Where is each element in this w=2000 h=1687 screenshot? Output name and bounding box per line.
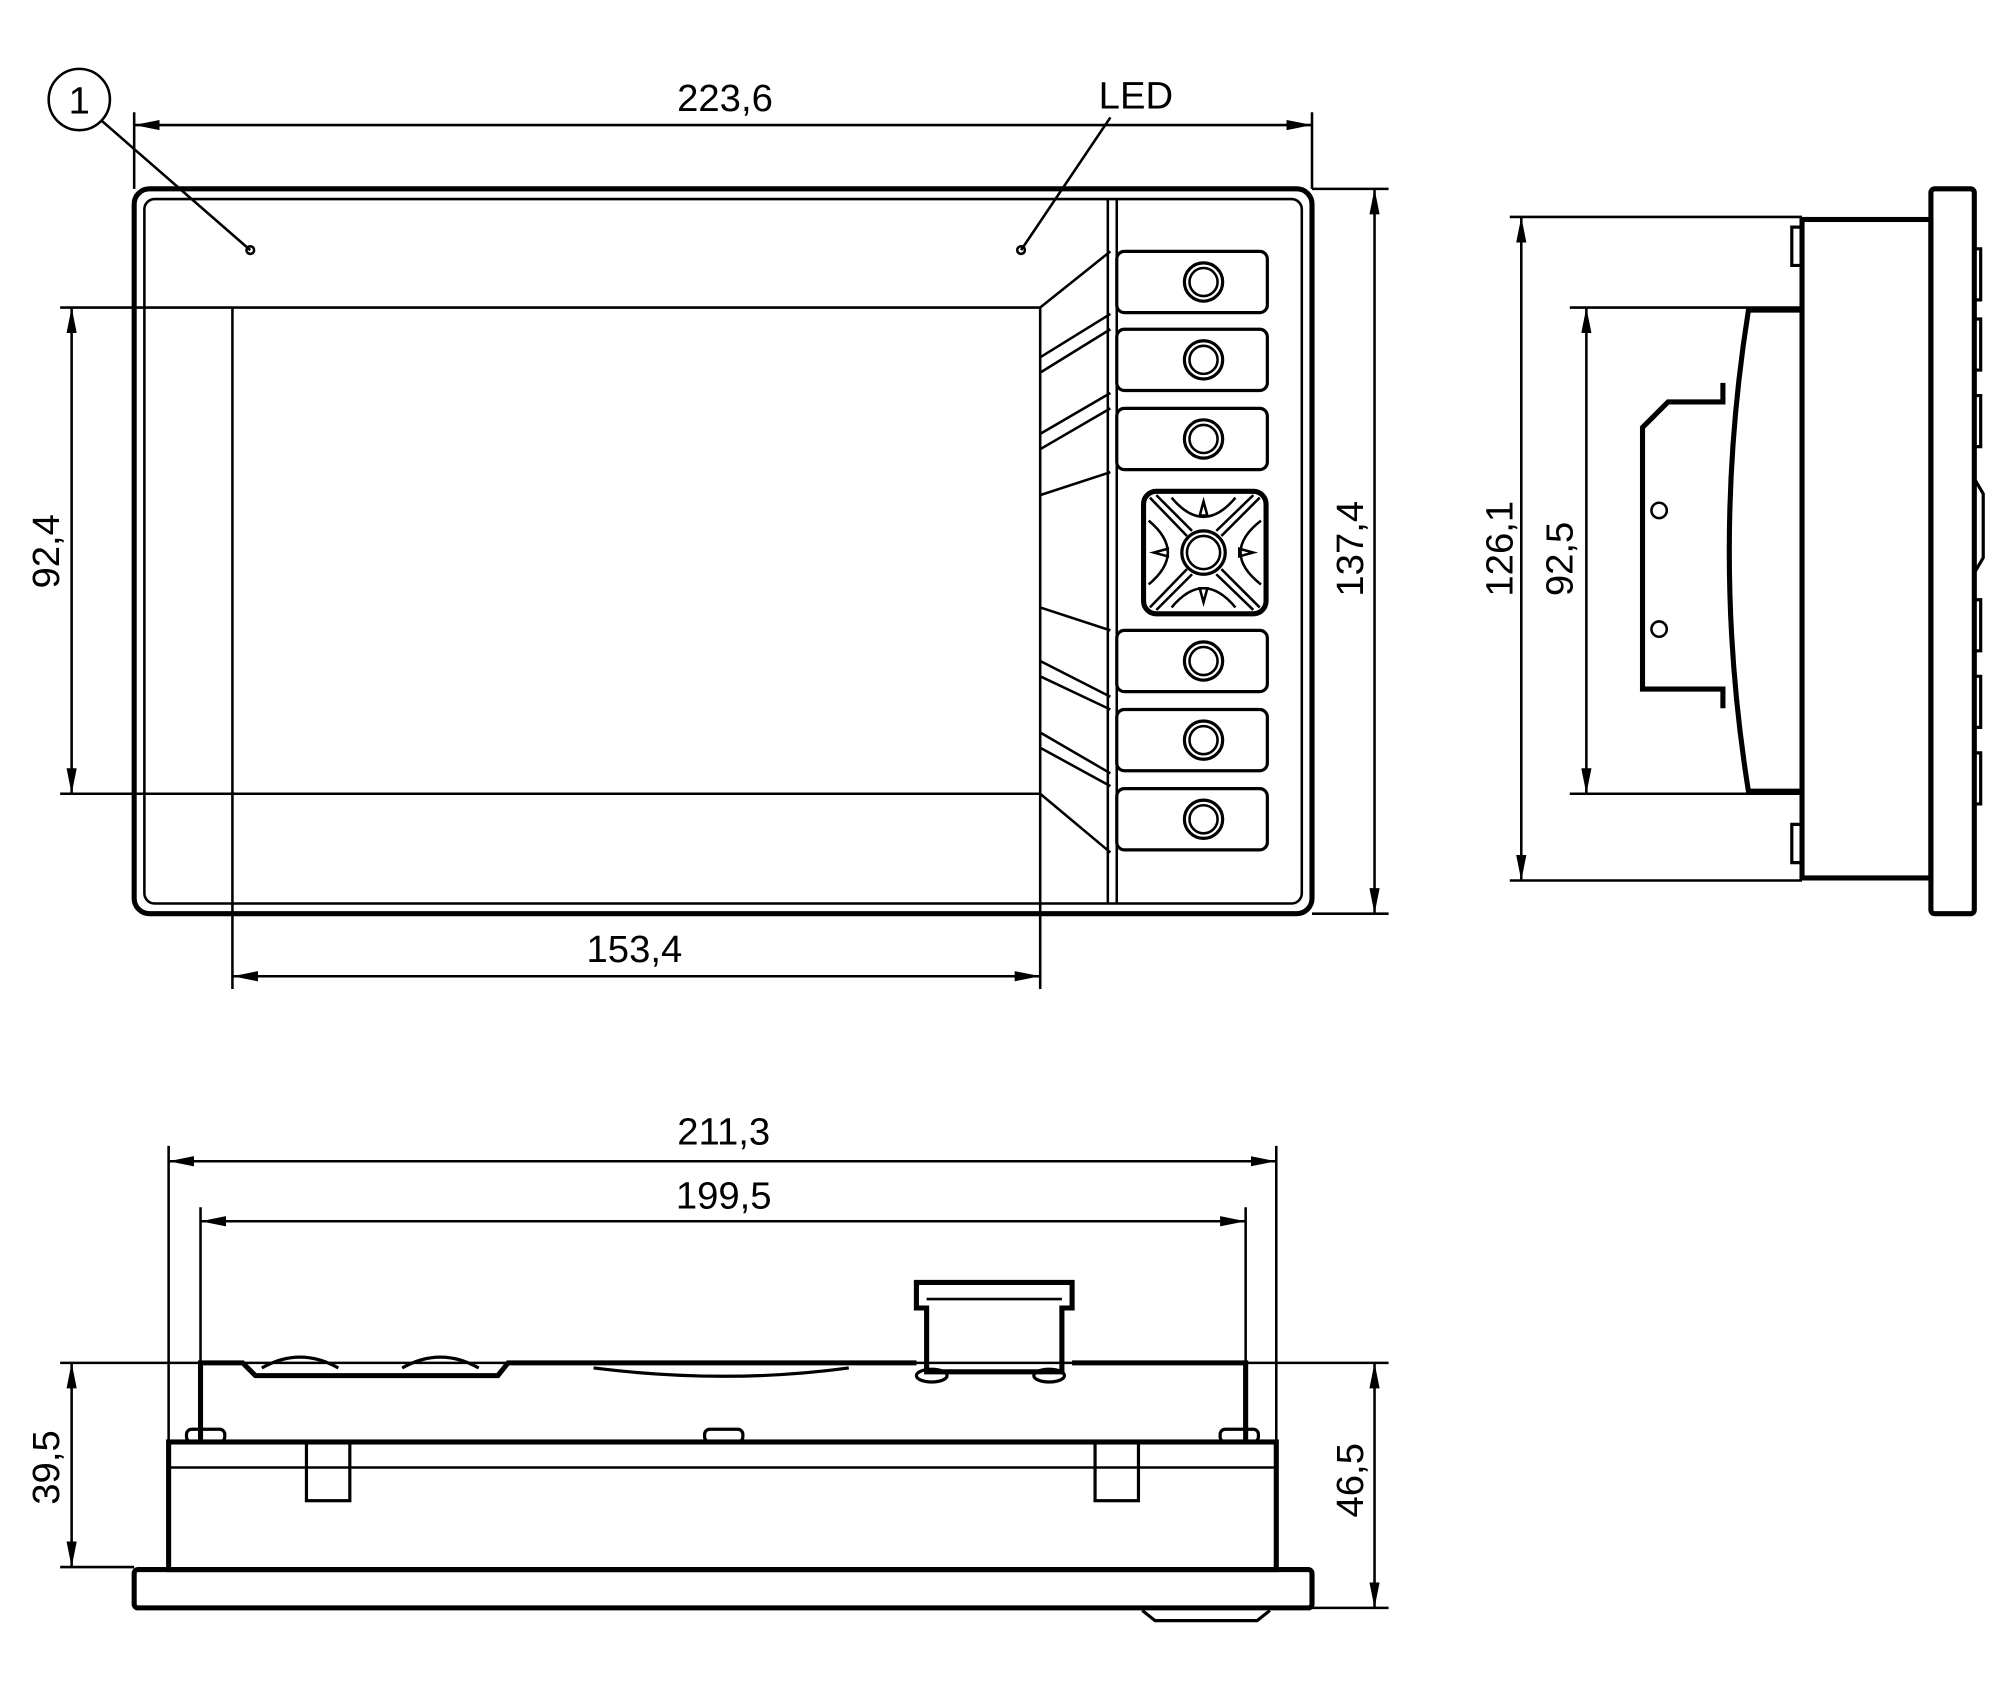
dim-height-92-5: 92,5 [1538,522,1581,596]
dim-depth-46: 46,5 [1329,1443,1372,1517]
function-key-2[interactable] [1115,327,1269,393]
dim-width-199: 199,5 [676,1174,772,1217]
side-view: 126,1 92,5 [1478,186,1985,917]
bottom-view: 211,3 199,5 39,5 46,5 [25,1111,1389,1623]
arrow-up-icon [1198,496,1210,517]
arrow-down-icon [1198,587,1210,608]
dim-depth-39: 39,5 [25,1430,68,1504]
housing-outline [131,186,1315,917]
dim-screen-height: 92,4 [25,514,68,588]
function-key-6[interactable] [1115,787,1269,852]
dim-height-126: 126,1 [1478,501,1521,597]
arrow-right-icon [1237,547,1259,559]
navigation-pad[interactable] [1141,488,1269,617]
function-keys [1115,249,1269,852]
bezel-inner [143,197,1304,905]
led-label: LED [1099,74,1173,117]
dim-height-137: 137,4 [1329,501,1372,597]
dim-screen-width: 153,4 [587,928,683,971]
arrow-left-icon [1148,547,1170,559]
function-key-1[interactable] [1115,249,1269,315]
function-key-4[interactable] [1115,628,1269,694]
function-key-3[interactable] [1115,406,1269,472]
callout-circle [47,67,112,132]
callout-number: 1 [69,80,90,123]
display-area [60,250,1112,989]
front-view: 1 LED 223,6 137,4 92,4 153,4 [25,67,1389,989]
dim-width-211: 211,3 [677,1111,770,1154]
function-key-5[interactable] [1115,707,1269,773]
dim-width-223: 223,6 [677,77,773,120]
